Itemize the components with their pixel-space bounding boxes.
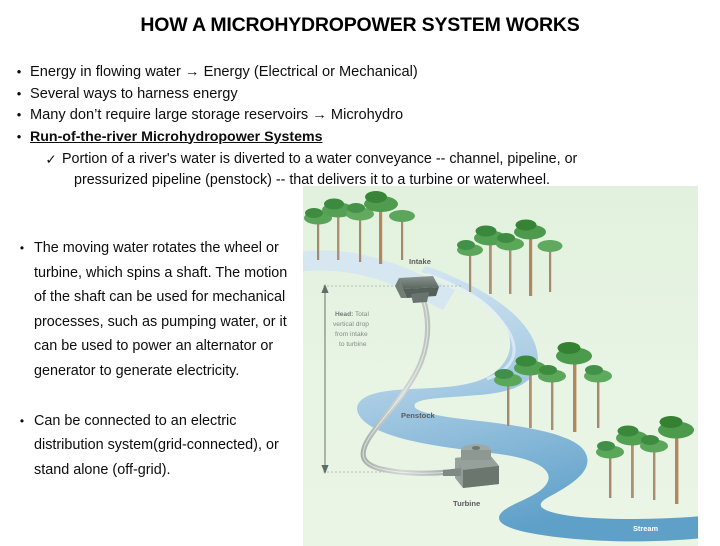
stream-label: Stream [633, 524, 658, 533]
tree-icon [496, 233, 524, 294]
turbine-unit [443, 444, 499, 488]
head-label-line-4: to turbine [339, 341, 367, 348]
tree-icon [556, 342, 592, 432]
page-title: HOW A MICROHYDROPOWER SYSTEM WORKS [140, 14, 580, 36]
turbine-cap-body [461, 450, 491, 460]
list-item-label: Many don’t require large storage reservo… [30, 107, 404, 123]
intake-label: Intake [409, 257, 431, 266]
list-item: • The moving water rotates the wheel or … [10, 236, 300, 384]
list-item: • Run-of-the-river Microhydropower Syste… [8, 127, 714, 148]
tree-icon [596, 441, 624, 498]
head-arrow-down-icon [321, 465, 329, 474]
bullet-marker-icon: • [16, 64, 22, 79]
tree-icon [537, 240, 563, 292]
list-item: • Can be connected to an electric distri… [10, 409, 300, 483]
checkmark-icon: ✓ [45, 152, 57, 167]
river-highlight [426, 272, 516, 381]
tree-icon [658, 416, 694, 504]
paragraph-text: Can be connected to an electric distribu… [34, 412, 279, 478]
list-item-label: Energy in flowing water → Energy (Electr… [30, 64, 418, 80]
intake-deck [399, 276, 439, 289]
intake-side [395, 278, 407, 298]
list-item: • Several ways to harness energy [8, 84, 714, 105]
list-item: • Energy in flowing water → Energy (Elec… [8, 62, 714, 83]
penstock-highlight [362, 289, 450, 474]
tree-icon [514, 355, 546, 428]
sub-list-line-2: pressurized pipeline (penstock) -- that … [74, 172, 550, 188]
turbine-label: Turbine [453, 499, 480, 508]
tree-icon [304, 208, 332, 260]
microhydropower-diagram: Head: Total vertical drop from intake to… [303, 186, 698, 546]
head-arrow-up-icon [321, 284, 329, 293]
list-item-label: Several ways to harness energy [30, 85, 238, 102]
bullet-marker-icon: • [19, 413, 25, 428]
intake-structure [395, 276, 439, 303]
bullet-list: • Energy in flowing water → Energy (Elec… [8, 62, 714, 191]
tree-icon [494, 369, 522, 426]
tree-icon [457, 240, 483, 292]
sub-list-item-label: Portion of a river's water is diverted t… [62, 149, 710, 191]
tree-icon [616, 425, 648, 498]
tree-cluster-middle-right [494, 342, 612, 432]
head-label-line-1: Total [355, 311, 369, 318]
tree-icon [640, 435, 668, 500]
intake-gate [411, 292, 429, 303]
tree-icon [538, 365, 566, 430]
sub-list-line-1: Portion of a river's water is diverted t… [62, 151, 578, 167]
list-item: • Many don’t require large storage reser… [8, 105, 714, 126]
tree-cluster-top-left [304, 191, 415, 264]
tree-icon [346, 203, 374, 262]
turbine-inlet [443, 468, 461, 476]
body-paragraph-list: • The moving water rotates the wheel or … [10, 236, 300, 482]
paragraph-text: The moving water rotates the wheel or tu… [34, 240, 288, 379]
penstock-label: Penstock [401, 411, 436, 420]
tree-icon [364, 191, 398, 264]
turbine-shaft-icon [471, 446, 481, 450]
tree-icon [514, 219, 546, 296]
head-label-title: Head: [335, 311, 353, 318]
sub-list-item: ✓ Portion of a river's water is diverted… [40, 149, 714, 191]
bullet-marker-icon: • [16, 128, 22, 144]
tree-icon [584, 365, 612, 428]
tree-cluster-upper-middle [457, 219, 563, 296]
tree-cluster-lower-right [596, 416, 694, 504]
tree-icon [322, 198, 354, 260]
head-label-line-2: vertical drop [333, 321, 369, 328]
turbine-front-face [463, 466, 499, 488]
bullet-marker-icon: • [19, 241, 25, 255]
list-item-label-emphasis: Run-of-the-river Microhydropower Systems [30, 128, 323, 145]
head-label-line-3: from intake [335, 331, 368, 338]
bullet-marker-icon: • [16, 85, 22, 101]
tree-icon [389, 210, 415, 260]
bullet-marker-icon: • [16, 107, 22, 122]
